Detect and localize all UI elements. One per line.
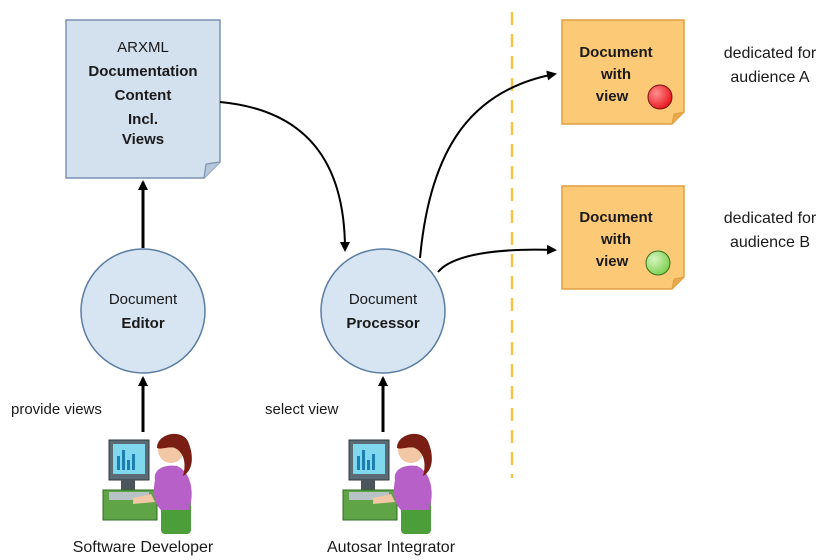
- output-a-line-view: view: [595, 88, 629, 105]
- software-developer-caption: Software Developer: [72, 539, 214, 556]
- green-status-dot: [645, 250, 671, 276]
- output-a-line-document: Document: [579, 44, 653, 61]
- autosar-integrator-figure: [342, 433, 432, 534]
- autosar-integrator-caption: Autosar Integrator: [326, 539, 456, 556]
- document-editor-circle: [80, 248, 206, 374]
- arxml-document-fold: [203, 161, 221, 179]
- document-editor-label: Document Editor: [83, 288, 203, 336]
- arxml-to-processor-arrow: [219, 101, 350, 252]
- processor-to-output-a-arrow: [419, 70, 557, 259]
- output-b-line-document: Document: [579, 209, 653, 226]
- editor-line-editor: Editor: [121, 315, 165, 332]
- audience-a-line2: audience A: [730, 69, 810, 86]
- provide-views-label: provide views: [11, 401, 102, 418]
- editor-line-document: Document: [108, 291, 178, 308]
- output-b-line-with: with: [601, 231, 631, 248]
- audience-b-note: dedicated for audience B: [710, 207, 830, 255]
- red-status-dot: [647, 84, 673, 110]
- audience-b-line1: dedicated for: [723, 210, 817, 227]
- document-processor-circle: [320, 248, 446, 374]
- output-b-line-view: view: [595, 253, 629, 270]
- audience-a-note: dedicated for audience A: [710, 42, 830, 90]
- audience-a-line1: dedicated for: [723, 45, 817, 62]
- output-document-a-label: Document with view: [562, 42, 670, 108]
- arxml-line-documentation: Documentation: [88, 63, 198, 80]
- arxml-line-content: Content: [114, 87, 172, 104]
- processor-to-output-b-arrow: [437, 244, 557, 273]
- arxml-line-views: Views: [121, 131, 165, 148]
- arxml-document-label: ARXML Documentation Content Incl. Views: [66, 36, 220, 150]
- processor-line-document: Document: [348, 291, 418, 308]
- software-developer-figure: [102, 433, 192, 534]
- processor-line-processor: Processor: [346, 315, 420, 332]
- select-view-label: select view: [265, 401, 339, 418]
- arxml-line-incl: Incl.: [127, 111, 158, 128]
- audience-b-line2: audience B: [729, 234, 811, 251]
- output-document-b-label: Document with view: [562, 207, 670, 273]
- output-a-line-with: with: [601, 66, 631, 83]
- arxml-title: ARXML: [117, 39, 169, 56]
- document-processor-label: Document Processor: [323, 288, 443, 336]
